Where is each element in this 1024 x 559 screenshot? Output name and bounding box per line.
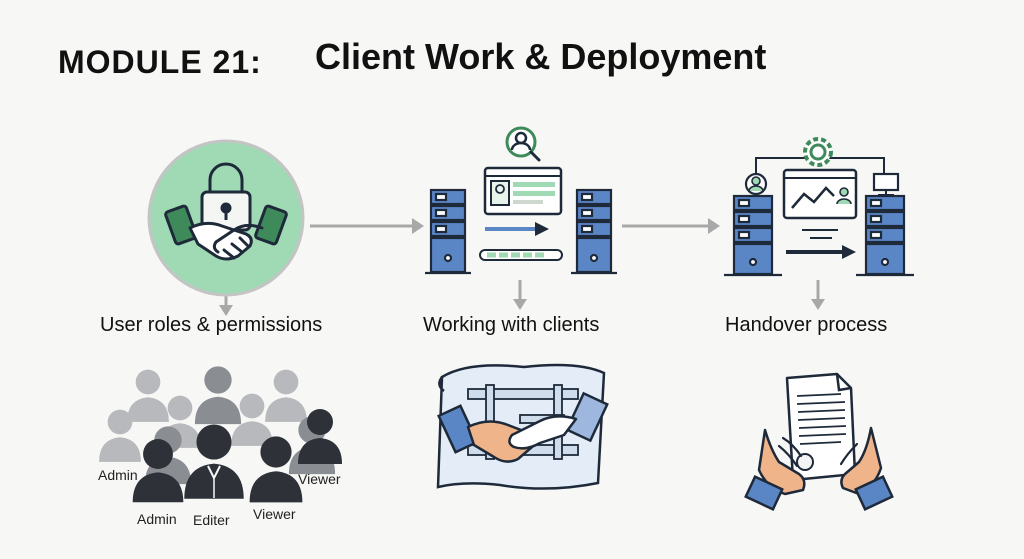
blueprint-handshake-icon [436, 363, 609, 490]
role-label-admin-bottom: Admin [137, 511, 177, 527]
progress-bar [479, 249, 563, 261]
role-label-viewer-right: Viewer [298, 471, 341, 487]
section-label-user-roles: User roles & permissions [100, 314, 323, 336]
section-label-working-with-clients: Working with clients [423, 314, 600, 336]
deploy-server-right-icon [856, 194, 914, 277]
role-label-viewer-bottom: Viewer [253, 506, 296, 522]
client-servers-diagram [425, 126, 617, 275]
role-label-admin: Admin [98, 467, 138, 483]
section-label-handover: Handover process [725, 314, 888, 336]
arrow-right-2 [622, 218, 720, 234]
user-search-icon [505, 126, 541, 162]
handover-servers-diagram [724, 137, 914, 277]
gear-icon [803, 137, 833, 167]
user-avatar-icon [744, 172, 768, 196]
security-handshake-icon [147, 139, 305, 297]
arrow-down-3 [811, 280, 825, 310]
module-label: MODULE 21: [58, 44, 262, 80]
server-left-icon [425, 188, 471, 275]
browser-window [483, 166, 563, 216]
user-group-icon [99, 366, 342, 503]
document-icon [785, 372, 857, 482]
document-handover-icon [744, 372, 894, 511]
deploy-server-left-icon [724, 194, 782, 277]
monitor-icon [872, 172, 900, 196]
server-right-icon [571, 188, 617, 275]
analytics-window [782, 168, 858, 220]
transfer-arrow [485, 222, 549, 236]
handover-arrow [786, 245, 856, 259]
arrow-right-1 [310, 218, 424, 234]
arrow-down-2 [513, 280, 527, 310]
page-title: Client Work & Deployment [315, 36, 767, 77]
role-label-editer: Editer [193, 512, 230, 528]
